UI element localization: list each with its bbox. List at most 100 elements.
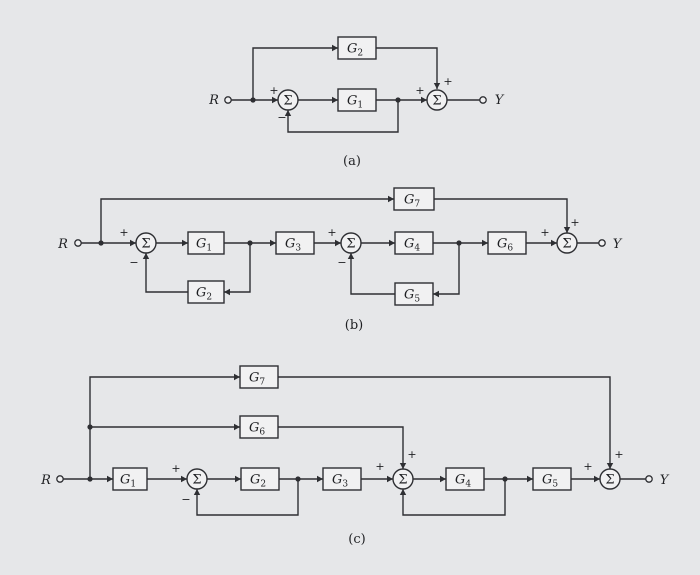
block-g4-subscript: 4 — [414, 244, 420, 254]
branch-to-g7 — [89, 376, 240, 479]
g4-to-g5-head — [527, 475, 533, 483]
block-g2-label: G2 — [250, 473, 266, 490]
block-g4-letter: G — [455, 473, 465, 488]
g6-in-head — [234, 423, 240, 431]
feedback-a-head — [284, 110, 292, 116]
block-g6-subscript: 6 — [259, 428, 265, 438]
summing-junction-1-symbol: Σ — [283, 94, 292, 109]
sign-label: + — [269, 84, 278, 97]
output-label-y: Y — [613, 237, 623, 252]
to-sum1-head — [130, 239, 136, 247]
block-g6-label: G6 — [497, 237, 513, 254]
sign-label: + — [614, 448, 623, 461]
g5-to-sum2 — [350, 253, 395, 295]
sum2-to-g4-head — [440, 475, 446, 483]
block-g2-letter: G — [196, 286, 206, 301]
block-g5-subscript: 5 — [552, 480, 558, 490]
block-g7-letter: G — [249, 371, 259, 386]
output-terminal — [645, 475, 653, 483]
block-g7-letter: G — [404, 193, 414, 208]
g2-to-sum1 — [145, 253, 188, 293]
g3-to-sum2-head — [335, 239, 341, 247]
block-g4-subscript: 4 — [465, 480, 471, 490]
g1-to-sum1-head — [181, 475, 187, 483]
summing-junction-2-symbol: Σ — [346, 237, 355, 252]
block-g5-letter: G — [542, 473, 552, 488]
caption-c: (c) — [348, 532, 365, 547]
feedback-a — [287, 100, 399, 133]
to-g1-head — [107, 475, 113, 483]
block-g3-label: G3 — [285, 237, 301, 254]
output-label-y: Y — [495, 93, 505, 108]
block-g2-subscript: 2 — [206, 293, 212, 303]
g2-to-g3-head — [317, 475, 323, 483]
input-terminal — [224, 96, 232, 104]
output-terminal — [479, 96, 487, 104]
feedback-c2 — [402, 479, 506, 516]
block-g5-subscript: 5 — [414, 295, 420, 305]
block-g7-subscript: 7 — [414, 200, 420, 210]
sign-label: + — [119, 226, 128, 239]
g2-to-sum1-head — [142, 253, 150, 259]
block-g6-label: G6 — [249, 421, 265, 438]
input-label-r: R — [208, 93, 219, 108]
sum1-to-g1-head — [332, 96, 338, 104]
block-g4-letter: G — [404, 237, 414, 252]
feedback-c1 — [196, 479, 299, 516]
g6-to-sum2-head — [399, 463, 407, 469]
block-g2-letter: G — [347, 42, 357, 57]
sign-label: + — [415, 84, 424, 97]
g1-to-sum2-head — [421, 96, 427, 104]
g7-to-sum3 — [278, 376, 611, 469]
g6-to-sum3-head — [551, 239, 557, 247]
block-g1-letter: G — [196, 237, 206, 252]
caption-a: (a) — [343, 154, 361, 169]
to-g5 — [433, 243, 460, 295]
block-g5-letter: G — [404, 288, 414, 303]
input-label-r: R — [57, 237, 68, 252]
g7-to-sum3-head — [563, 227, 571, 233]
sign-label: + — [407, 448, 416, 461]
g7-in-head — [388, 195, 394, 203]
branch-to-g2 — [252, 47, 338, 100]
block-g1-subscript: 1 — [357, 101, 363, 111]
g7-to-sum3 — [434, 198, 568, 233]
sum1-to-g2-head — [235, 475, 241, 483]
input-terminal — [56, 475, 64, 483]
block-g2-subscript: 2 — [357, 49, 363, 59]
to-g5-head — [433, 290, 439, 298]
sign-label: + — [583, 460, 592, 473]
block-g6-subscript: 6 — [507, 244, 513, 254]
branch-to-g7 — [100, 198, 394, 243]
block-g4-label: G4 — [404, 237, 420, 254]
feedback-c2-head — [399, 489, 407, 495]
summing-junction-3-symbol: Σ — [562, 237, 571, 252]
block-g4-label: G4 — [455, 473, 471, 490]
g4-to-g6-head — [482, 239, 488, 247]
block-g2-subscript: 2 — [260, 480, 266, 490]
g2-to-sum2-head — [433, 83, 441, 89]
summing-junction-2-symbol: Σ — [398, 473, 407, 488]
g1-to-g3-head — [270, 239, 276, 247]
block-g1-label: G1 — [347, 94, 363, 111]
feedback-c1-head — [193, 489, 201, 495]
block-g3-subscript: 3 — [295, 244, 301, 254]
block-g1-letter: G — [347, 94, 357, 109]
block-g3-subscript: 3 — [342, 480, 348, 490]
block-g2-label: G2 — [196, 286, 212, 303]
block-g6-letter: G — [249, 421, 259, 436]
block-g3-letter: G — [285, 237, 295, 252]
to-g2-head — [224, 288, 230, 296]
block-g1-subscript: 1 — [130, 480, 136, 490]
summing-junction-1-symbol: Σ — [192, 473, 201, 488]
block-g1-subscript: 1 — [206, 244, 212, 254]
summing-junction-1-symbol: Σ — [141, 237, 150, 252]
sign-label: − — [337, 256, 346, 269]
g2-to-sum2 — [376, 47, 438, 89]
output-terminal — [598, 239, 606, 247]
block-g1-letter: G — [120, 473, 130, 488]
g5-to-sum2-head — [347, 253, 355, 259]
